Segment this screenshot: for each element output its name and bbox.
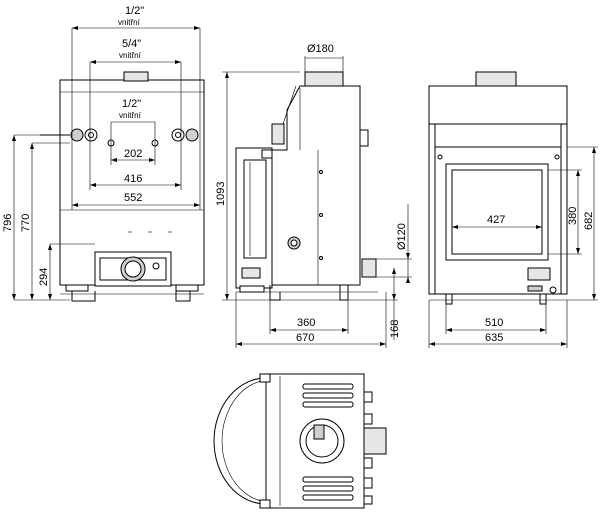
side-view: Ø180 1093 Ø120 168 360 670 (215, 43, 412, 348)
side-dim-360: 360 (297, 317, 315, 329)
front-dim-552: 552 (124, 192, 142, 204)
right-dim-510: 510 (485, 317, 503, 329)
side-flue-outlet (304, 71, 344, 87)
right-top-section (428, 85, 568, 125)
front-dim-mid-sub: vnitřní (119, 51, 142, 60)
right-dim-682: 682 (583, 212, 595, 230)
side-dim-height: 1093 (215, 182, 227, 206)
front-dim-top-sub: vnitřní (118, 18, 141, 27)
right-air-control (527, 267, 551, 281)
front-dim-294: 294 (38, 268, 50, 286)
front-dim-inner-sub: vnitřní (119, 111, 142, 120)
right-leg-right (539, 294, 547, 305)
side-leg-rear (339, 285, 349, 301)
right-view: 427 380 682 510 635 (428, 71, 598, 348)
top-louver (302, 494, 354, 501)
front-dim-416: 416 (124, 173, 142, 185)
top-view (213, 373, 387, 509)
side-dim-flue: Ø180 (307, 43, 334, 55)
front-dim-796: 796 (2, 214, 14, 232)
right-dim-635: 635 (485, 332, 503, 344)
side-air-inlet (361, 258, 377, 278)
top-curved-glass (213, 377, 267, 505)
side-dim-168: 168 (389, 320, 401, 338)
top-air-inlet (363, 427, 387, 455)
front-body (59, 79, 205, 286)
top-louver (302, 392, 354, 399)
side-dim-air-inlet: Ø120 (396, 223, 408, 250)
front-dim-inner-label: 1/2" (122, 98, 141, 110)
right-dim-427: 427 (487, 214, 505, 226)
right-flue-collar (475, 71, 517, 87)
pipe-left-outer (70, 128, 84, 142)
side-body (269, 85, 361, 286)
front-leg-right (175, 291, 191, 302)
pipe-right-outer (185, 128, 199, 142)
right-dim-380: 380 (567, 207, 579, 225)
top-louver (302, 401, 354, 408)
front-dim-mid-label: 5/4" (122, 38, 141, 50)
top-louver (302, 476, 354, 483)
front-leg-left (71, 291, 96, 302)
front-dim-770: 770 (20, 214, 32, 232)
front-flue-collar (123, 71, 149, 82)
front-dim-top-label: 1/2" (125, 5, 144, 17)
front-view: 1/2" vnitřní 5/4" vnitřní 1/2" vnitřní 2… (2, 5, 205, 302)
top-louver (302, 383, 354, 390)
side-dim-670: 670 (296, 332, 314, 344)
top-louver (302, 485, 354, 492)
front-dim-202: 202 (124, 148, 142, 160)
right-leg-left (445, 294, 453, 305)
